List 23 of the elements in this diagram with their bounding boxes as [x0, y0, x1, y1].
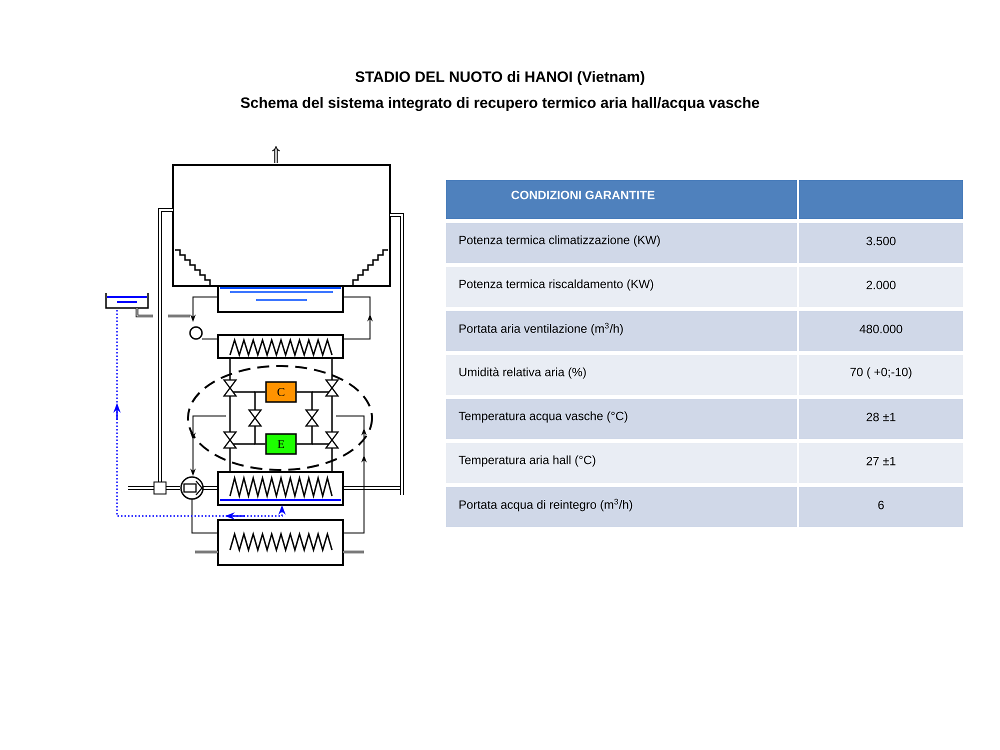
- pipe: [254, 391, 266, 410]
- table-cell: Potenza termica riscaldamento (KW): [446, 267, 797, 307]
- pipe: [254, 426, 266, 445]
- pipe: [296, 391, 313, 410]
- table-header-cell: CONDIZIONI GARANTITE: [446, 180, 797, 219]
- table-cell: 28 ±1: [799, 399, 964, 439]
- table-cell: Umidità relativa aria (%): [446, 355, 797, 395]
- component-box: C: [265, 381, 297, 403]
- table-cell: 6: [799, 487, 964, 527]
- table-cell: Portata aria ventilazione (m$^{3}$/h): [446, 311, 797, 351]
- table-cell: Portata acqua di reintegro (m$^{3}$/h): [446, 487, 797, 527]
- table-cell: Temperatura acqua vasche (°C): [446, 399, 797, 439]
- table-cell: Temperatura aria hall (°C): [446, 443, 797, 483]
- subtitle: Schema del sistema integrato di recupero termico aria hall/acqua vasche: [240, 96, 760, 112]
- table-cell: 3.500: [799, 223, 964, 263]
- pipe: [296, 426, 313, 445]
- component-box: E: [265, 433, 297, 455]
- table-cell: 2.000: [799, 267, 964, 307]
- table-cell: 480.000: [799, 311, 964, 351]
- table-cell: 70 ( +0;-10): [799, 355, 964, 395]
- table-cell: Potenza termica climatizzazione (KW): [446, 223, 797, 263]
- title: STADIO DEL NUOTO di HANOI (Vietnam): [355, 71, 644, 85]
- table-cell: 27 ±1: [799, 443, 964, 483]
